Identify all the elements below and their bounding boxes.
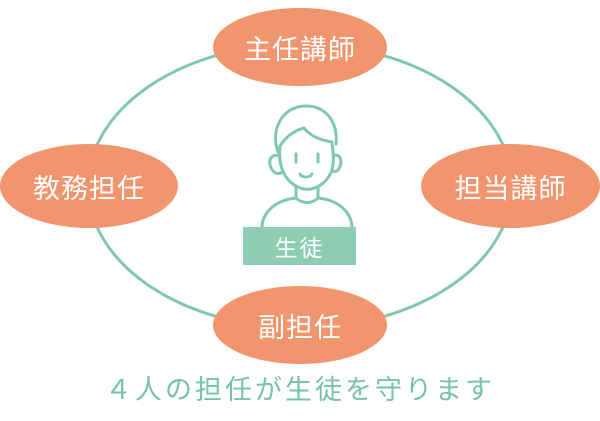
node-academic-advisor: 教務担任	[0, 144, 178, 228]
caption: ４人の担任が生徒を守ります	[105, 375, 495, 406]
node-assistant-homeroom: 副担任	[213, 286, 387, 364]
node-head-instructor: 主任講師	[213, 8, 387, 86]
node-assigned-instructor: 担当講師	[421, 144, 600, 228]
student-person-icon	[260, 104, 354, 230]
student-label: 生徒	[243, 227, 356, 265]
